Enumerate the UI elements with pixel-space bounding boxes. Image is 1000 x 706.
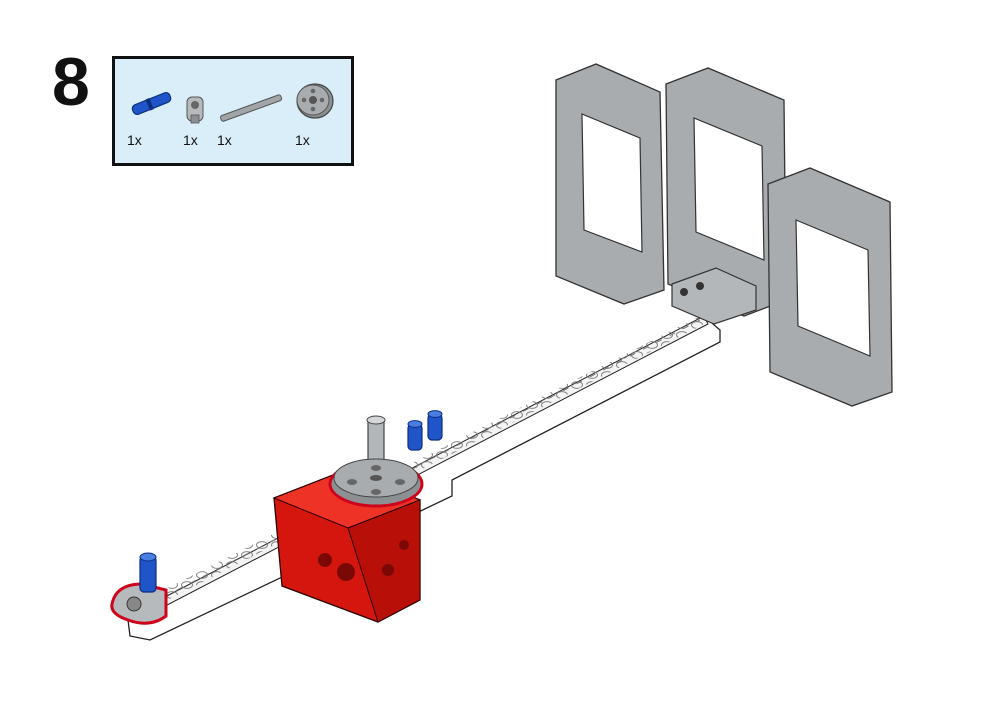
axle-icon — [220, 94, 283, 122]
gray-frame-left — [555, 63, 665, 305]
blue-pin-icon — [131, 91, 172, 116]
gray-frame-right — [767, 167, 893, 407]
step-number: 8 — [52, 44, 90, 120]
parts-icons — [131, 83, 334, 124]
qty-axle: 1x — [217, 132, 232, 148]
qty-pulley-wheel: 1x — [295, 132, 310, 148]
qty-blue-pin: 1x — [127, 132, 142, 148]
blue-pins-pair — [407, 410, 443, 451]
parts-callout: 1x 1x 1x 1x — [112, 56, 354, 166]
qty-connector: 1x — [183, 132, 198, 148]
gray-connector-blocks — [671, 267, 757, 325]
end-connector-with-pin — [110, 552, 168, 625]
pulley-assembly — [328, 415, 424, 508]
pin-connector-icon — [186, 96, 204, 124]
gray-frame-middle — [665, 67, 787, 317]
pulley-wheel-icon — [296, 83, 334, 119]
long-white-beam — [127, 314, 721, 641]
